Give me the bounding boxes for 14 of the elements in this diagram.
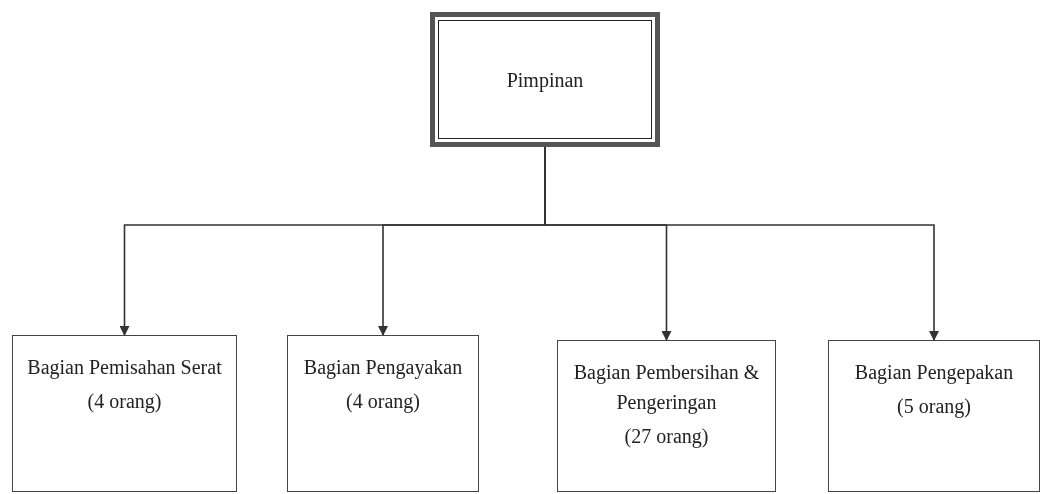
department-name: Bagian Pengayakan	[302, 355, 464, 381]
staff-count: (4 orang)	[86, 389, 163, 415]
department-box	[12, 335, 237, 492]
department-name: Bagian Pemisahan Serat	[26, 355, 223, 381]
department-name: Bagian Pengepakan	[853, 360, 1015, 386]
department-name: Pimpinan	[505, 67, 585, 94]
staff-count: (27 orang)	[623, 424, 710, 450]
staff-count: (4 orang)	[345, 389, 421, 415]
leader-box	[430, 12, 660, 147]
department-box	[828, 340, 1040, 492]
department-box	[557, 340, 776, 492]
department-name: Bagian Pembersihan & Pengeringan	[572, 360, 761, 416]
staff-count: (5 orang)	[896, 394, 972, 420]
department-box	[287, 335, 479, 492]
